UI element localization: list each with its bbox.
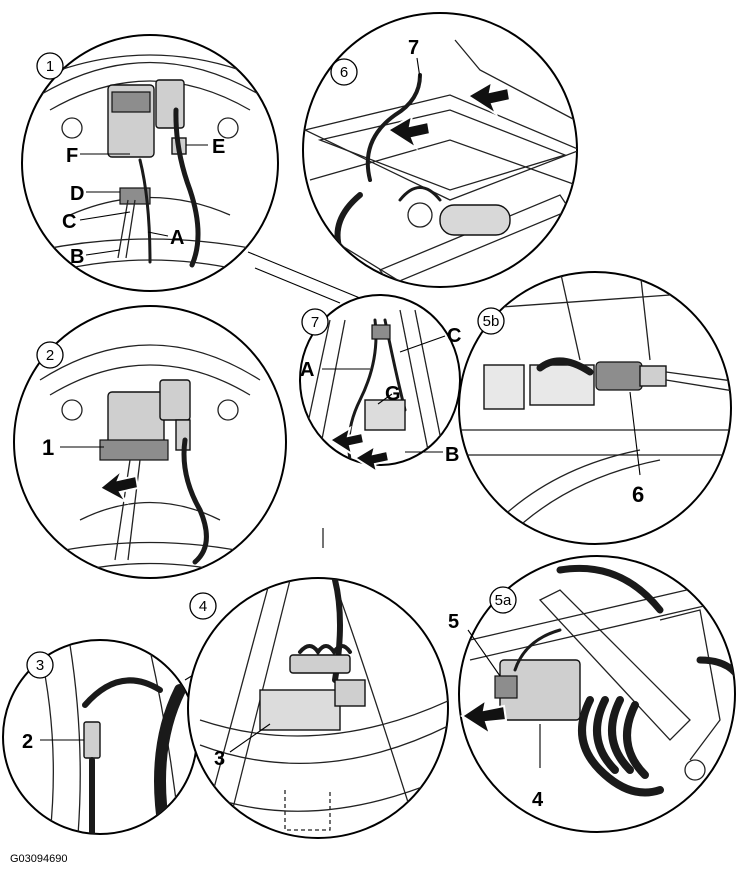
- callout-g: G: [385, 383, 401, 405]
- panel-5b-lens: [458, 271, 732, 545]
- panel-1-step-badge: [36, 52, 64, 80]
- panel-2-step-number: 2: [46, 347, 54, 364]
- panel-6-lens: [302, 12, 578, 288]
- panel-3: 3 2: [2, 639, 198, 835]
- panel-7: 7 C A G B: [299, 294, 461, 475]
- panel-3-step-badge: [26, 651, 54, 679]
- panel-4-step-number: 4: [199, 598, 207, 615]
- callout-2: 2: [22, 731, 33, 753]
- panel-4-step-badge: [189, 592, 217, 620]
- panel-4: 4 3: [187, 577, 449, 839]
- panel-7-arrow-bottom: [353, 443, 391, 475]
- panel-3-step-number: 3: [36, 657, 44, 674]
- panel-5b-step-badge: [477, 307, 505, 335]
- panel-6-step-badge: [330, 58, 358, 86]
- callout-a-detail: A: [300, 359, 314, 381]
- panel-7-step-number: 7: [311, 314, 319, 331]
- panel-2-artwork: [39, 344, 261, 576]
- callout-3: 3: [214, 748, 225, 770]
- panel-5a-lens: [458, 555, 736, 833]
- panel-1-lens: [21, 34, 279, 292]
- panel-6-step-number: 6: [340, 64, 348, 81]
- panel-5b: 5b 6: [458, 271, 732, 545]
- panel-7-step-badge: [301, 308, 329, 336]
- panel-6-artwork: [303, 39, 577, 287]
- panel-5a-push-arrow: [460, 697, 508, 737]
- panel-1-artwork: [39, 54, 261, 271]
- panel-5b-artwork: [459, 272, 731, 544]
- panel-6-arrow-right: [466, 80, 512, 117]
- panel-2-step-badge: [36, 341, 64, 369]
- panel-5a-step-badge: [489, 586, 517, 614]
- callout-6: 6: [632, 482, 644, 507]
- callout-5: 5: [448, 611, 459, 633]
- callout-f: F: [66, 145, 78, 167]
- callout-b-detail: B: [445, 444, 459, 466]
- panel-2: 2 1: [13, 305, 287, 579]
- callout-7: 7: [408, 37, 419, 59]
- callout-e: E: [212, 136, 225, 158]
- panel-5a-step-number: 5a: [495, 592, 512, 609]
- figure-id: G03094690: [10, 853, 68, 865]
- panel-5b-step-number: 5b: [483, 313, 500, 330]
- panel-6-arrow-left: [386, 114, 432, 151]
- callout-a: A: [170, 227, 184, 249]
- callout-4: 4: [532, 789, 544, 811]
- callout-c: C: [62, 211, 76, 233]
- panel-1-step-number: 1: [46, 58, 54, 75]
- callout-1: 1: [42, 435, 54, 460]
- panel-5a-artwork: [469, 564, 735, 797]
- panel-5a: 5a 5 4: [448, 555, 736, 833]
- panel-6: 6 7: [302, 12, 578, 288]
- callout-c-detail: C: [447, 325, 461, 347]
- panel-7-arrow-lower: [328, 425, 366, 457]
- callout-d: D: [70, 183, 84, 205]
- panel-1: 1 F E D C A B: [21, 34, 279, 292]
- callout-b: B: [70, 246, 84, 268]
- panel-2-push-arrow: [98, 469, 140, 505]
